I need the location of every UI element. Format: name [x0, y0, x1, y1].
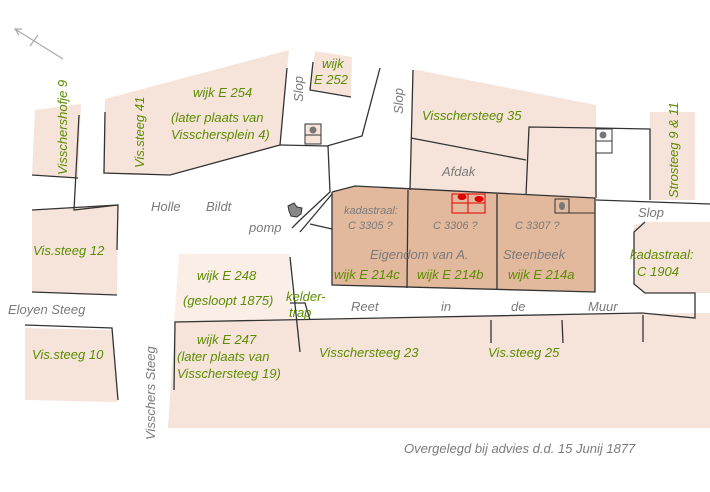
parcel-vissteeg10 — [25, 328, 118, 402]
parcel-south — [168, 313, 710, 428]
parcel-c1904 — [634, 222, 710, 293]
label-slop: Slop — [391, 88, 406, 114]
parcel-vissteeg12 — [32, 205, 118, 295]
label-kad1904-1: kadastraal: — [630, 247, 694, 262]
label-vissteeg25: Vis.steeg 25 — [488, 345, 560, 360]
pump-icon — [287, 202, 303, 218]
privy-icon — [554, 198, 595, 214]
parcel-e254 — [103, 50, 289, 175]
parcel-e252 — [310, 51, 352, 97]
parcel-steenbeek — [332, 186, 595, 292]
label-e247-note2: Visschersteeg 19) — [177, 366, 281, 381]
label-visschersteeg23: Visschersteeg 23 — [319, 345, 419, 360]
label-afdak: Afdak — [441, 164, 477, 179]
label-e248: wijk E 248 — [197, 268, 257, 283]
label-e247: wijk E 247 — [197, 332, 257, 347]
label-muur: Muur — [588, 299, 618, 314]
parcel-e248 — [174, 254, 292, 322]
parcel-strosteeg — [650, 112, 695, 200]
label-bildt: Bildt — [206, 199, 233, 214]
label-holle: Holle — [151, 199, 181, 214]
label-in: in — [441, 299, 451, 314]
label-e214a: wijk E 214a — [508, 267, 574, 282]
map-caption: Overgelegd bij advies d.d. 15 Junij 1877 — [404, 441, 636, 456]
label-pomp: pomp — [248, 220, 282, 235]
label-e254: wijk E 254 — [193, 85, 252, 100]
label-e252-1: wijk — [322, 56, 345, 71]
label-eigendom: Eigendom van A. — [370, 247, 469, 262]
label-kad3305-1: kadastraal: — [344, 205, 398, 217]
parcel-visschershofje — [32, 104, 81, 178]
red-marker-icon — [451, 193, 486, 214]
label-visschershofje: Visschershofje 9 — [55, 80, 70, 175]
label-e214b: wijk E 214b — [417, 267, 483, 282]
label-vissteeg10: Vis.steeg 10 — [32, 347, 104, 362]
label-e214c: wijk E 214c — [334, 267, 400, 282]
label-reet: Reet — [351, 299, 380, 314]
label-eloyen: Eloyen Steeg — [8, 302, 86, 317]
label-slop: Slop — [638, 205, 664, 220]
label-strosteeg: Strosteeg 9 & 11 — [666, 102, 681, 198]
label-vissteeg41: Vis.steeg 41 — [132, 97, 147, 168]
label-kad3307: C 3307 ? — [515, 220, 561, 232]
parcel-visschersteeg35 — [410, 70, 596, 200]
label-e247-note1: (later plaats van — [177, 349, 270, 364]
label-e254-note1: (later plaats van — [171, 110, 264, 125]
label-slop: Slop — [291, 76, 306, 102]
north-arrow-icon — [13, 28, 64, 60]
label-e248-note: (gesloopt 1875) — [183, 293, 273, 308]
label-kad1904-2: C 1904 — [637, 264, 679, 279]
label-kad3306: C 3306 ? — [433, 220, 479, 232]
label-de: de — [511, 299, 525, 314]
boundary-lines — [24, 61, 710, 401]
label-visschers-steeg: Visschers Steeg — [143, 346, 158, 440]
privy-icon — [595, 128, 613, 154]
label-e252-2: E 252 — [314, 72, 349, 87]
label-kad3305-2: C 3305 ? — [348, 220, 394, 232]
label-e254-note2: Visschersplein 4) — [171, 127, 270, 142]
label-steenbeek: Steenbeek — [503, 247, 567, 262]
label-kelder: kelder- — [286, 289, 326, 304]
label-trap: trap — [289, 305, 311, 320]
privy-icon — [304, 123, 322, 145]
label-vissteeg12: Vis.steeg 12 — [33, 243, 105, 258]
label-visschersteeg35: Visschersteeg 35 — [422, 108, 522, 123]
